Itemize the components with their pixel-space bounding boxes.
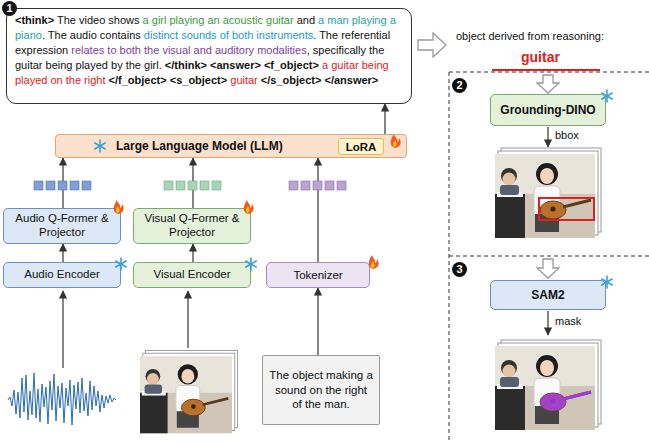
box-label: Visual Encoder (153, 268, 230, 282)
connector-arrow (317, 158, 318, 262)
frozen-icon (602, 276, 612, 288)
derived-object: guitar (521, 49, 560, 65)
reasoning-text: The video shows (57, 14, 140, 26)
tag-text: <think> (15, 14, 54, 26)
encoder-box: Audio Encoder (3, 262, 121, 288)
arrow (547, 311, 548, 335)
tag-text: <s_object> (170, 74, 227, 86)
arrow (547, 127, 548, 147)
tag-text: <f_object> (264, 59, 319, 71)
tag-text: </answer> (324, 74, 378, 86)
visual-tokens (164, 181, 221, 190)
arrow (62, 291, 63, 368)
annotation: object derived from reasoning: (456, 30, 604, 42)
connector-arrow (192, 244, 193, 262)
frozen-icon (246, 258, 256, 270)
tokenizer-box: Tokenizer (266, 262, 370, 288)
query-text-box: The object making a sound on the right o… (262, 355, 380, 425)
tag-text: <answer> (210, 59, 261, 71)
reasoning-text: and (297, 14, 315, 26)
process-box: Visual Q-Former & Projector (133, 208, 251, 244)
frozen-icon (116, 258, 126, 270)
box-label: The object making a sound on the right o… (269, 368, 373, 411)
process-box: Audio Q-Former & Projector (3, 208, 121, 244)
reasoning-text: guitar (230, 74, 258, 86)
tag-text: </think> (165, 59, 207, 71)
reasoning-text: distinct sounds of both instruments (144, 29, 313, 41)
trainable-icon (244, 200, 254, 214)
frozen-icon (95, 140, 105, 152)
flow-label: mask (555, 315, 581, 327)
frozen-icon (602, 90, 612, 102)
model-box: SAM2 (490, 280, 606, 310)
audio-tokens (34, 181, 91, 190)
video-frames (140, 350, 238, 433)
arrow (187, 291, 188, 348)
hollow-arrow (537, 75, 559, 93)
reasoning-text: relates to both the visual and auditory … (71, 44, 306, 56)
connector-arrow (384, 104, 385, 134)
reasoning-paragraph: <think> The video shows a girl playing a… (15, 13, 403, 88)
audio-waveform (8, 373, 116, 425)
video-frames (495, 148, 601, 238)
box-label: Audio Q-Former & Projector (4, 212, 120, 240)
connector-arrow (317, 288, 318, 355)
tag-text: </f_object> (109, 74, 167, 86)
callout-number: 3 (452, 262, 467, 277)
lora-box: LoRA (338, 138, 384, 155)
hollow-arrow (418, 33, 446, 57)
video-frames (495, 340, 601, 430)
box-label: Audio Encoder (24, 268, 99, 282)
box-label: LoRA (346, 141, 377, 153)
callout-number: 2 (452, 78, 467, 93)
trainable-icon (369, 255, 379, 269)
reasoning-text: a girl playing an acoustic guitar (143, 14, 294, 26)
text-tokens (289, 181, 346, 190)
dashed-divider (449, 72, 649, 443)
box-label: Visual Q-Former & Projector (134, 212, 250, 240)
model-box: Grounding-DINO (490, 94, 606, 126)
reasoning-text: . The audio contains (42, 29, 141, 41)
llm-band: Large Language Model (LLM) LoRA (55, 134, 407, 158)
hollow-arrow (537, 259, 559, 278)
box-label: Tokenizer (293, 269, 342, 281)
underline (492, 69, 600, 71)
box-label: Large Language Model (LLM) (116, 139, 283, 153)
box-label: SAM2 (531, 288, 564, 302)
box-label: Grounding-DINO (500, 103, 595, 117)
trainable-icon (391, 134, 401, 148)
reasoning-output-box: <think> The video shows a girl playing a… (6, 8, 412, 104)
encoder-box: Visual Encoder (133, 262, 251, 288)
trainable-icon (114, 200, 124, 214)
connector-arrow (62, 244, 63, 262)
callout-number: 1 (2, 1, 17, 16)
tag-text: </s_object> (261, 74, 322, 86)
flow-label: bbox (555, 129, 579, 141)
